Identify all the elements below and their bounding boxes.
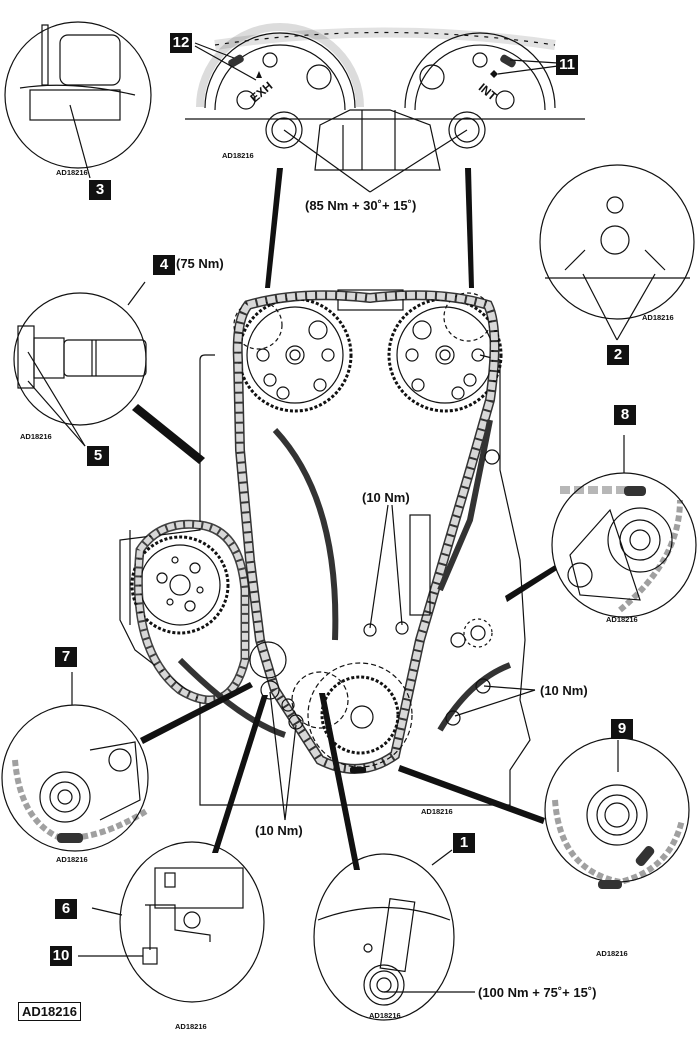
- inset-crank-sprocket-chain: [544, 737, 690, 886]
- callout-7: 7: [55, 647, 77, 667]
- inset-ref-crank-pulley: AD18216: [369, 1011, 401, 1020]
- callout-9: 9: [611, 719, 633, 739]
- inset-chain-tensioner: [13, 292, 147, 447]
- marked-link-crank-inset: [635, 845, 655, 867]
- torque-leaders: [269, 504, 536, 821]
- crankshaft-sprocket: [249, 449, 500, 768]
- callout-4: 4: [153, 255, 175, 275]
- callout-5: 5: [87, 446, 109, 466]
- inset-crankshaft-pulley: [313, 849, 475, 1021]
- chain-guide-left: [272, 427, 339, 641]
- torque-tensioner: (75 Nm): [176, 256, 224, 271]
- leader-bar: [505, 565, 557, 602]
- inset-ref-oil-pump: AD18216: [56, 855, 88, 864]
- figure-reference-code: AD18216: [18, 1002, 81, 1021]
- leader-bar: [465, 168, 474, 288]
- inset-ref-right-guide: AD18216: [606, 615, 638, 624]
- callout-2: 2: [607, 345, 629, 365]
- callout-12: 12: [170, 33, 192, 53]
- torque-upper-guide: (10 Nm): [362, 490, 410, 505]
- callout-8: 8: [614, 405, 636, 425]
- exhaust-timing-mark-triangle: [256, 71, 262, 78]
- inset-ref-crank-chain: AD18216: [596, 949, 628, 958]
- marked-link-intake: [500, 54, 516, 68]
- torque-crankshaft-bolt: (100 Nm + 75˚+ 15˚): [478, 985, 597, 1000]
- callout-10: 10: [50, 946, 72, 966]
- chain-guide-lower-right: [437, 662, 512, 732]
- camshaft-sprockets-main: [233, 289, 503, 413]
- inset-chain-tensioner-lower: [119, 841, 265, 1003]
- inset-oil-pump-tensioner: [1, 672, 150, 852]
- callout-1: 1: [453, 833, 475, 853]
- camshaft-detail-top: [185, 23, 585, 193]
- callout-11: 11: [556, 55, 578, 75]
- callout-3: 3: [89, 180, 111, 200]
- inset-ref-lower-tensioner: AD18216: [175, 1022, 207, 1031]
- leader-bar: [265, 168, 283, 288]
- marked-link-crank-inset-bottom: [598, 880, 622, 889]
- callout-6: 6: [55, 899, 77, 919]
- leader-bar: [132, 404, 205, 464]
- oil-pump-sprocket: [130, 535, 230, 635]
- marked-link-exhaust: [228, 54, 244, 68]
- engine-front-outline: [119, 354, 531, 806]
- inset-camshaft-locking-tool: [4, 21, 152, 179]
- inset-ref-main: AD18216: [421, 807, 453, 816]
- marked-link-crank: [350, 767, 366, 773]
- leader-bar: [212, 695, 268, 853]
- torque-camshaft-bolts: (85 Nm + 30˚+ 15˚): [305, 198, 417, 213]
- inset-ref-cam-cap: AD18216: [642, 313, 674, 322]
- inset-right-guide: [551, 435, 697, 618]
- torque-lower-guide: (10 Nm): [255, 823, 303, 838]
- chain-guide-right: [437, 419, 493, 592]
- leader-bar: [140, 682, 253, 744]
- torque-right-guide: (10 Nm): [540, 683, 588, 698]
- inset-ref-tensioner: AD18216: [20, 432, 52, 441]
- marked-link-guide: [624, 486, 646, 496]
- leader-bar: [398, 765, 545, 824]
- inset-ref-locking-tool: AD18216: [56, 168, 88, 177]
- inset-ref-camshaft: AD18216: [222, 151, 254, 160]
- inset-cam-cap: [539, 164, 695, 341]
- marked-link-oil-pump: [57, 833, 83, 843]
- leader-bar: [319, 693, 360, 870]
- intake-timing-mark-diamond: [490, 70, 498, 78]
